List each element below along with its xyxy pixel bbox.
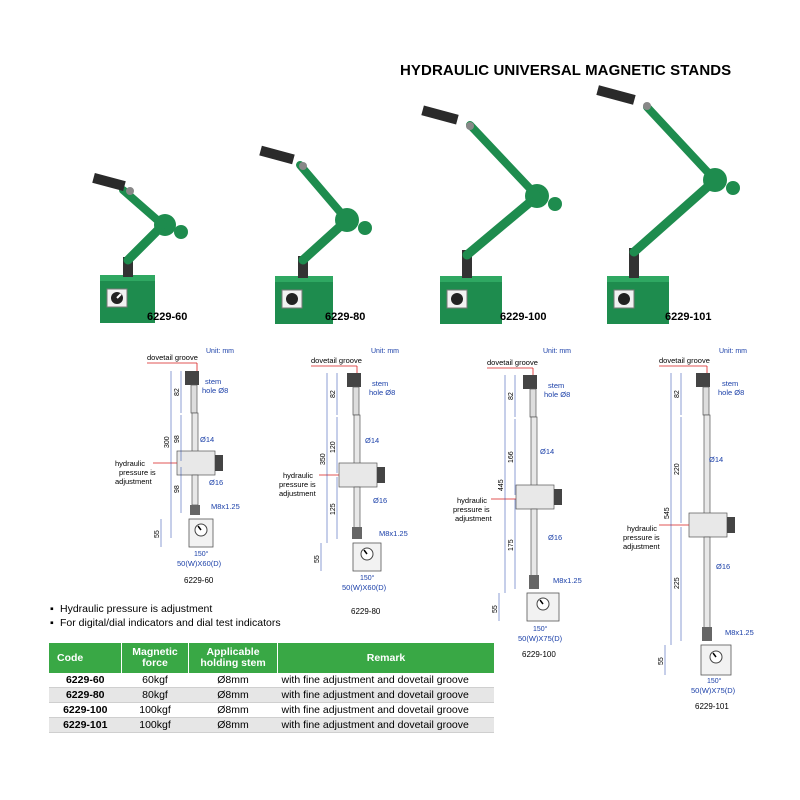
drawing-code: 6229-100 [522,650,556,659]
stem-hole-label: hole Ø8 [718,388,744,397]
col-remark: Remark [277,643,494,673]
hydraulic-label: pressure is [453,505,490,514]
hydraulic-label: adjustment [623,542,661,551]
dim-top: 82 [508,392,515,400]
stem-label: stem [372,379,388,388]
dia16-label: Ø16 [716,562,730,571]
dia16-label: Ø16 [373,496,387,505]
dim-total: 350 [320,453,327,465]
hydraulic-label: hydraulic [627,524,657,533]
table-row: 6229-101 100kgf Ø8mm with fine adjustmen… [49,717,494,733]
drawing-code: 6229-101 [695,702,729,711]
thread-label: M8x1.25 [553,576,582,585]
hydraulic-label: hydraulic [115,459,145,468]
hydraulic-label: adjustment [115,477,153,486]
dim-top: 82 [674,390,681,398]
dim-base: 55 [154,530,161,538]
dim-base: 55 [658,657,665,665]
note-item: ▪For digital/dial indicators and dial te… [50,617,281,629]
dim-upper: 166 [508,451,515,463]
photo-6229-80 [259,145,372,324]
photo-code: 6229-80 [325,311,366,323]
photo-6229-100 [421,105,562,324]
note-item: ▪Hydraulic pressure is adjustment [50,603,213,615]
dim-base: 55 [314,555,321,563]
feature-notes: ▪Hydraulic pressure is adjustment ▪For d… [50,602,281,630]
hydraulic-label: adjustment [455,514,493,523]
stem-label: stem [722,379,738,388]
table-row: 6229-80 80kgf Ø8mm with fine adjustment … [49,687,494,703]
unit-label: Unit: mm [719,348,747,355]
col-code: Code [49,643,122,673]
angle-label: 150° [360,574,375,582]
dim-upper: 98 [174,435,181,443]
stem-label: stem [205,377,221,386]
drawing-6229-100: Unit: mm dovetail groove stem hole Ø8 Ø1… [453,348,582,659]
dim-upper: 220 [674,463,681,475]
dim-top: 82 [330,390,337,398]
stem-label: stem [548,381,564,390]
hydraulic-label: pressure is [623,533,660,542]
base-size-label: 50(W)X60(D) [342,583,387,592]
thread-label: M8x1.25 [379,529,408,538]
dim-total: 545 [664,507,671,519]
drawing-6229-60: Unit: mm dovetail groove stem hole Ø8 Ø1… [115,348,240,585]
thread-label: M8x1.25 [211,502,240,511]
dia14-label: Ø14 [709,455,723,464]
page-title: HYDRAULIC UNIVERSAL MAGNETIC STANDS [400,62,732,79]
dia16-label: Ø16 [209,478,223,487]
stem-hole-label: hole Ø8 [544,390,570,399]
hydraulic-label: pressure is [279,480,316,489]
table-row: 6229-100 100kgf Ø8mm with fine adjustmen… [49,702,494,718]
base-size-label: 50(W)X75(D) [518,634,563,643]
dia16-label: Ø16 [548,533,562,542]
dia14-label: Ø14 [365,436,379,445]
dovetail-label: dovetail groove [311,356,362,365]
dim-top: 82 [174,388,181,396]
drawing-6229-80: Unit: mm dovetail groove stem hole Ø8 Ø1… [279,348,408,616]
dovetail-label: dovetail groove [147,353,198,362]
unit-label: Unit: mm [206,348,234,355]
dim-lower: 225 [674,577,681,589]
unit-label: Unit: mm [543,348,571,355]
base-size-label: 50(W)X60(D) [177,559,222,568]
dim-lower: 125 [330,503,337,515]
photo-6229-101 [596,85,740,324]
dovetail-label: dovetail groove [487,358,538,367]
dim-lower: 175 [508,539,515,551]
photo-code: 6229-100 [500,311,547,323]
dim-total: 300 [164,436,171,448]
drawing-code: 6229-80 [351,607,381,616]
hydraulic-label: hydraulic [457,496,487,505]
thread-label: M8x1.25 [725,628,754,637]
angle-label: 150° [533,625,548,633]
dia14-label: Ø14 [540,447,554,456]
angle-label: 150° [194,550,209,558]
base-size-label: 50(W)X75(D) [691,686,736,695]
photo-code: 6229-60 [147,311,188,323]
angle-label: 150° [707,677,722,685]
photo-code: 6229-101 [665,311,712,323]
dia14-label: Ø14 [200,435,214,444]
dim-lower: 98 [174,485,181,493]
dim-total: 445 [498,479,505,491]
table-row: 6229-60 60kgf Ø8mm with fine adjustment … [49,673,494,688]
hydraulic-label: hydraulic [283,471,313,480]
drawing-6229-101: Unit: mm dovetail groove stem hole Ø8 Ø1… [623,348,754,711]
stem-hole-label: hole Ø8 [369,388,395,397]
hydraulic-label: pressure is [119,468,156,477]
dim-upper: 120 [330,441,337,453]
dovetail-label: dovetail groove [659,356,710,365]
stem-hole-label: hole Ø8 [202,386,228,395]
unit-label: Unit: mm [371,348,399,355]
dim-base: 55 [492,605,499,613]
hydraulic-label: adjustment [279,489,317,498]
photo-6229-60 [92,173,188,323]
drawing-code: 6229-60 [184,576,214,585]
